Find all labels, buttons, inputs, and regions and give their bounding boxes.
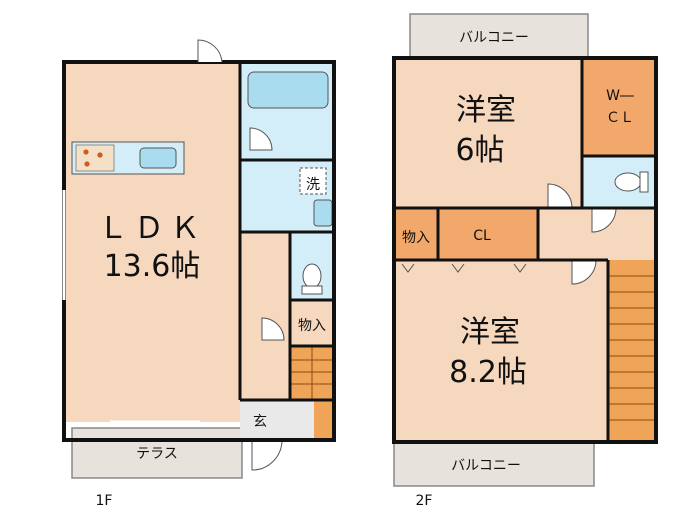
walk-in-closet <box>582 58 656 156</box>
shoe-cabinet <box>314 400 334 440</box>
wash-label: 洗 <box>306 177 320 193</box>
floor2-label: 2F <box>416 493 433 509</box>
ldk-label-line1: ＬＤＫ <box>98 211 206 246</box>
floor2-inner-walls <box>394 58 656 442</box>
storage-1f-label: 物入 <box>298 318 326 334</box>
toilet-icon <box>302 263 322 289</box>
ldk-label-line2: 13.6帖 <box>104 249 201 284</box>
room-8-label-line1: 洋室 <box>460 315 520 350</box>
entry <box>240 400 314 440</box>
room-8-jo <box>394 260 608 442</box>
hall-door-icon <box>547 183 573 209</box>
hall-door-icon <box>261 317 285 341</box>
floor1-label: 1F <box>96 493 113 509</box>
wcl-label-line1: W― <box>606 88 634 104</box>
floor2-outer-wall <box>392 56 658 444</box>
hall-door-icon <box>591 207 617 233</box>
terrace-label: テラス <box>136 446 178 462</box>
floor-1: テラス ＬＤＫ 13.6帖 洗 物入 <box>62 39 336 509</box>
bath-door-icon <box>249 127 273 151</box>
balcony-top <box>409 13 589 59</box>
toilet-icon <box>614 172 642 192</box>
floor-2: バルコニー 洋室 6帖 W― ＣＬ 物入 CL 洋室 8.2帖 バルコニ <box>392 13 658 509</box>
stair-steps <box>290 346 334 400</box>
bathtub <box>247 71 329 109</box>
floor1-inner-walls <box>238 62 334 402</box>
stairs-2f <box>608 260 656 442</box>
room-8-label-line2: 8.2帖 <box>449 355 527 390</box>
closet-cl-label: CL <box>473 228 491 244</box>
storage-2f <box>394 208 438 260</box>
burner-icon <box>83 149 89 155</box>
closet-cl <box>438 208 538 260</box>
storage-2f-label: 物入 <box>402 230 430 246</box>
vanity-sink <box>313 199 333 227</box>
toilet-tank <box>301 285 323 295</box>
stove-top <box>75 144 115 172</box>
entry-label: 玄 <box>253 413 267 430</box>
ldk-top-door-icon <box>197 39 223 63</box>
terrace <box>71 427 243 479</box>
room-6-label-line1: 洋室 <box>456 93 516 128</box>
burner-icon <box>97 152 103 158</box>
balcony-bottom-label: バルコニー <box>451 458 521 474</box>
closet-doors-icon <box>401 263 527 273</box>
room-6-jo <box>394 58 582 208</box>
entry-door-icon <box>251 439 283 471</box>
room-door-icon <box>571 259 597 285</box>
balcony-top-label: バルコニー <box>459 30 529 46</box>
storage-1f <box>290 300 334 346</box>
ldk-room <box>64 62 240 422</box>
balcony-bottom <box>393 441 595 487</box>
kitchen-sink <box>139 147 177 169</box>
stair-steps <box>608 275 656 421</box>
room-6-label-line2: 6帖 <box>455 133 504 168</box>
hall <box>240 232 290 400</box>
washer-space <box>299 167 327 195</box>
wcl-label-line2: ＣＬ <box>606 110 634 126</box>
burner-icon <box>84 161 90 167</box>
toilet-tank <box>639 171 649 193</box>
